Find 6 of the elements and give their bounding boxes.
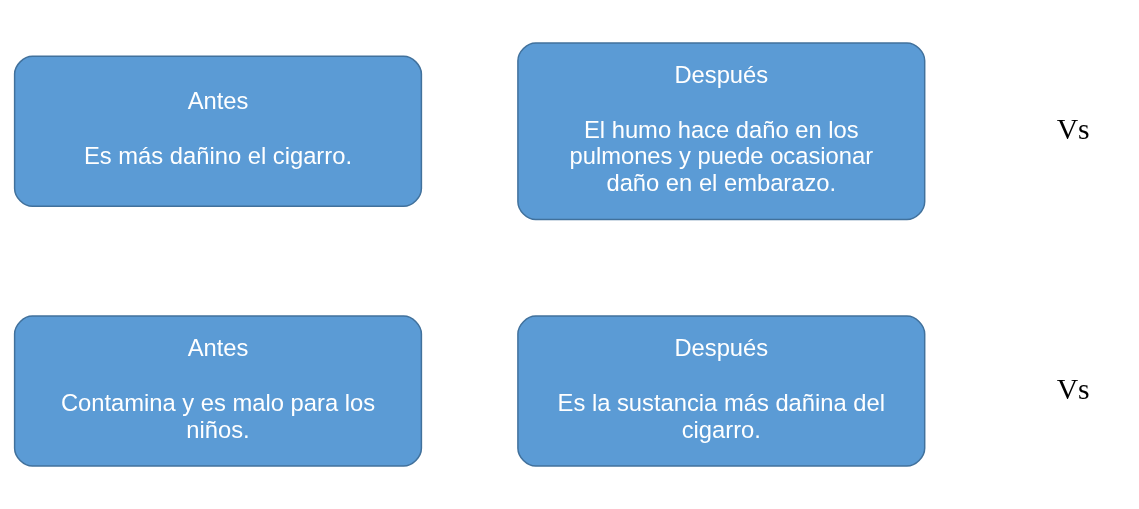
- node-box: Antes Contamina y es malo para los niños.: [13, 315, 423, 467]
- node-box: Antes Es más dañino el cigarro.: [13, 55, 423, 207]
- label: Vs: [1056, 112, 1090, 145]
- label: Vs: [1056, 372, 1090, 405]
- node-box: Después Es la sustancia más dañina del cigarro.: [517, 315, 926, 467]
- node-box: Después El humo hace daño en los pulmones y puede ocasionar daño en el embarazo.: [517, 42, 926, 221]
